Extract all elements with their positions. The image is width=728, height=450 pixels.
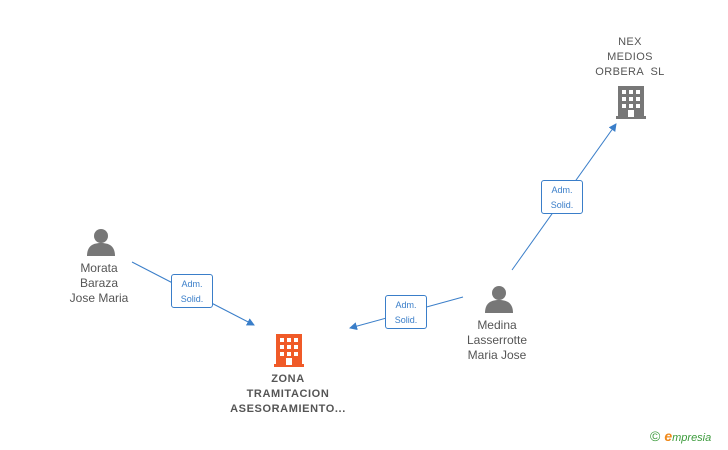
- edge-label-morata-zona[interactable]: Adm. Solid.: [171, 274, 213, 308]
- brand-e: e: [664, 428, 673, 444]
- company-label-zona[interactable]: ZONA TRAMITACION ASESORAMIENTO...: [210, 372, 366, 417]
- building-icon[interactable]: [616, 86, 646, 119]
- label-line: NEX: [618, 36, 642, 48]
- label-line: Maria Jose: [467, 348, 527, 362]
- person-icon[interactable]: [485, 286, 513, 313]
- copyright-icon: ©: [650, 428, 661, 444]
- edge-label-line: Adm.: [551, 185, 573, 195]
- edge-label-line: Adm.: [181, 279, 203, 289]
- edge-label-line: Solid.: [394, 315, 418, 325]
- edge-label-medina-zona[interactable]: Adm. Solid.: [385, 295, 427, 329]
- label-line: ZONA: [271, 373, 305, 385]
- label-line: ASESORAMIENTO...: [230, 403, 346, 415]
- edge-label-line: Adm.: [395, 300, 417, 310]
- label-line: Baraza: [79, 276, 119, 290]
- person-icon[interactable]: [87, 229, 115, 256]
- empresia-logo: ©empresia: [650, 428, 711, 444]
- edge-label-line: Solid.: [550, 200, 574, 210]
- label-line: Medina: [477, 318, 517, 332]
- label-line: ORBERA SL: [595, 66, 665, 78]
- label-line: Lasserrotte: [466, 333, 528, 347]
- person-label-morata[interactable]: Morata Baraza Jose Maria: [44, 261, 154, 306]
- label-line: Jose Maria: [69, 291, 129, 305]
- label-line: Morata: [80, 261, 118, 275]
- company-label-nex[interactable]: NEX MEDIOS ORBERA SL: [578, 35, 682, 80]
- edge-label-line: Solid.: [180, 294, 204, 304]
- label-line: TRAMITACION: [246, 388, 330, 400]
- building-icon[interactable]: [274, 334, 304, 367]
- edge-label-medina-nex[interactable]: Adm. Solid.: [541, 180, 583, 214]
- person-label-medina[interactable]: Medina Lasserrotte Maria Jose: [440, 318, 554, 363]
- brand-text: mpresia: [672, 432, 712, 444]
- label-line: MEDIOS: [607, 51, 653, 63]
